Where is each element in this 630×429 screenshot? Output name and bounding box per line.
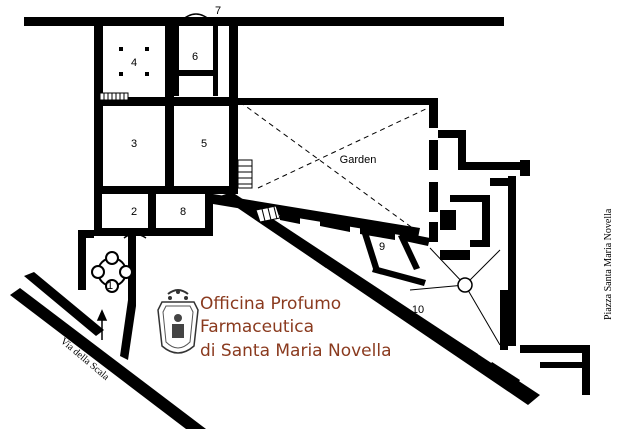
cloister-lines xyxy=(409,247,501,346)
room-label-2: 2 xyxy=(131,206,137,218)
room-label-7: 7 xyxy=(215,5,221,17)
arch-7 xyxy=(179,13,213,23)
brand-line-2: Farmaceutica xyxy=(200,317,314,337)
room-label-10: 10 xyxy=(412,304,424,316)
brand-line-3: di Santa Maria Novella xyxy=(200,341,392,361)
room-label-3: 3 xyxy=(131,138,137,150)
room-label-6: 6 xyxy=(192,51,198,63)
corridor-walls xyxy=(280,212,520,386)
room-label-5: 5 xyxy=(201,138,207,150)
cloister-well xyxy=(457,277,473,293)
street-label-piazza: Piazza Santa Maria Novella xyxy=(603,208,614,320)
crest-icon xyxy=(157,289,199,354)
arch-2 xyxy=(123,233,147,239)
room-9-walls xyxy=(362,232,426,286)
garden-label: Garden xyxy=(340,154,377,166)
room-1-chapel xyxy=(91,251,133,293)
garden-diagonals xyxy=(239,101,429,233)
room-4-columns xyxy=(119,47,149,76)
room-label-4: 4 xyxy=(131,57,137,69)
room-label-9: 9 xyxy=(379,241,385,253)
room-label-8: 8 xyxy=(180,206,186,218)
room-label-1: 1 xyxy=(107,280,113,292)
arrow-up-icon xyxy=(96,309,108,340)
staircases xyxy=(99,92,281,223)
brand-line-1: Officina Profumo xyxy=(200,294,341,314)
